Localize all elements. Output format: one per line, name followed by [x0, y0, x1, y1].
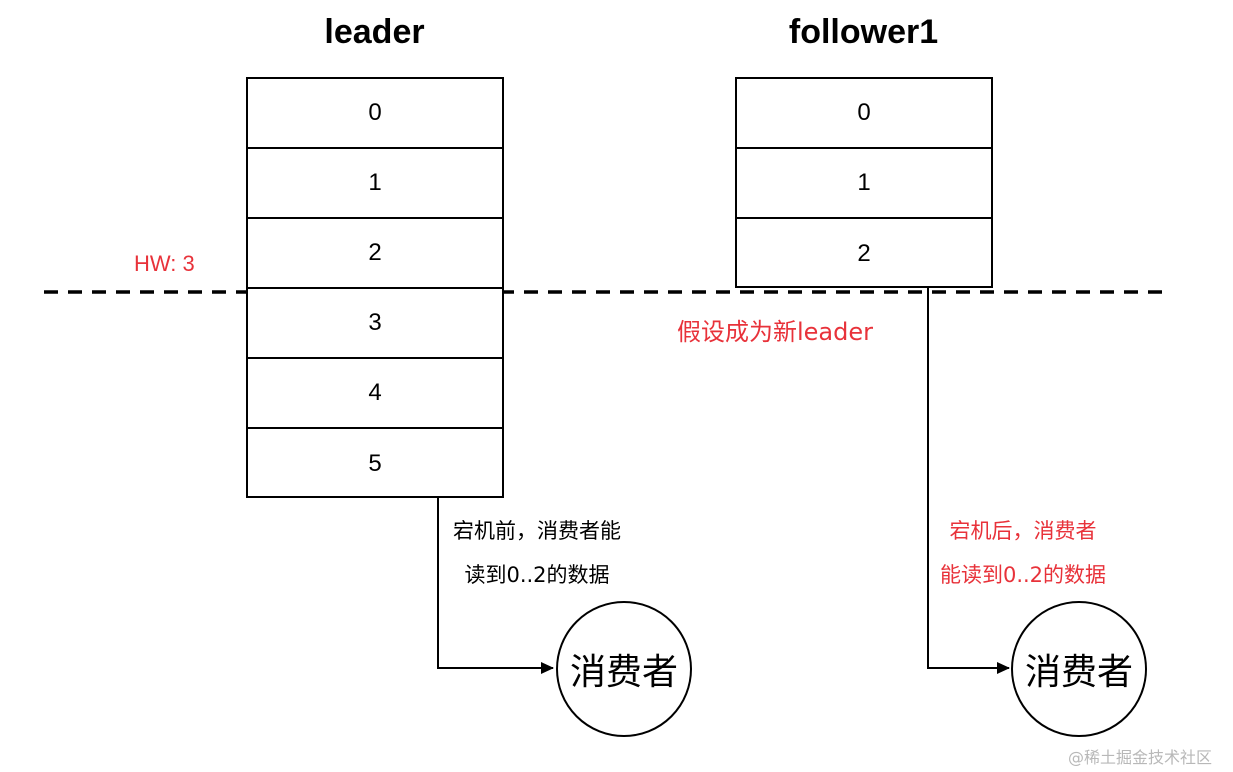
- follower-consumer-arrow: [927, 287, 1010, 674]
- watermark: @稀土掘金技术社区: [1068, 748, 1213, 767]
- follower-log-cell: 0: [737, 79, 991, 149]
- leader-title: leader: [324, 13, 425, 51]
- before-crash-note-line1: 宕机前，消费者能: [453, 519, 621, 543]
- before-crash-note: 宕机前，消费者能 读到0..2的数据: [440, 509, 634, 597]
- follower-log-cell: 1: [737, 149, 991, 219]
- leader-log-cell: 1: [248, 149, 502, 219]
- hw-label: HW: 3: [134, 251, 195, 276]
- after-crash-note: 宕机后，消费者 能读到0..2的数据: [926, 509, 1120, 597]
- leader-consumer-arrow: [437, 497, 554, 674]
- leader-log-cell: 3: [248, 289, 502, 359]
- leader-log-cell: 2: [248, 219, 502, 289]
- after-crash-note-line2: 能读到0..2的数据: [939, 563, 1107, 587]
- leader-log-cell: 5: [368, 450, 382, 477]
- follower-log: 0 1 2: [735, 77, 993, 288]
- new-leader-label: 假设成为新leader: [677, 318, 874, 346]
- leader-log-cell: 0: [248, 79, 502, 149]
- follower-title: follower1: [788, 13, 939, 51]
- after-crash-note-line1: 宕机后，消费者: [949, 519, 1097, 543]
- consumer-left: 消费者: [556, 601, 692, 737]
- follower-log-cell: 2: [857, 240, 871, 267]
- consumer-right: 消费者: [1011, 601, 1147, 737]
- leader-log-cell: 4: [248, 359, 502, 429]
- before-crash-note-line2: 读到0..2的数据: [464, 563, 610, 587]
- leader-log: 0 1 2 3 4 5: [246, 77, 504, 498]
